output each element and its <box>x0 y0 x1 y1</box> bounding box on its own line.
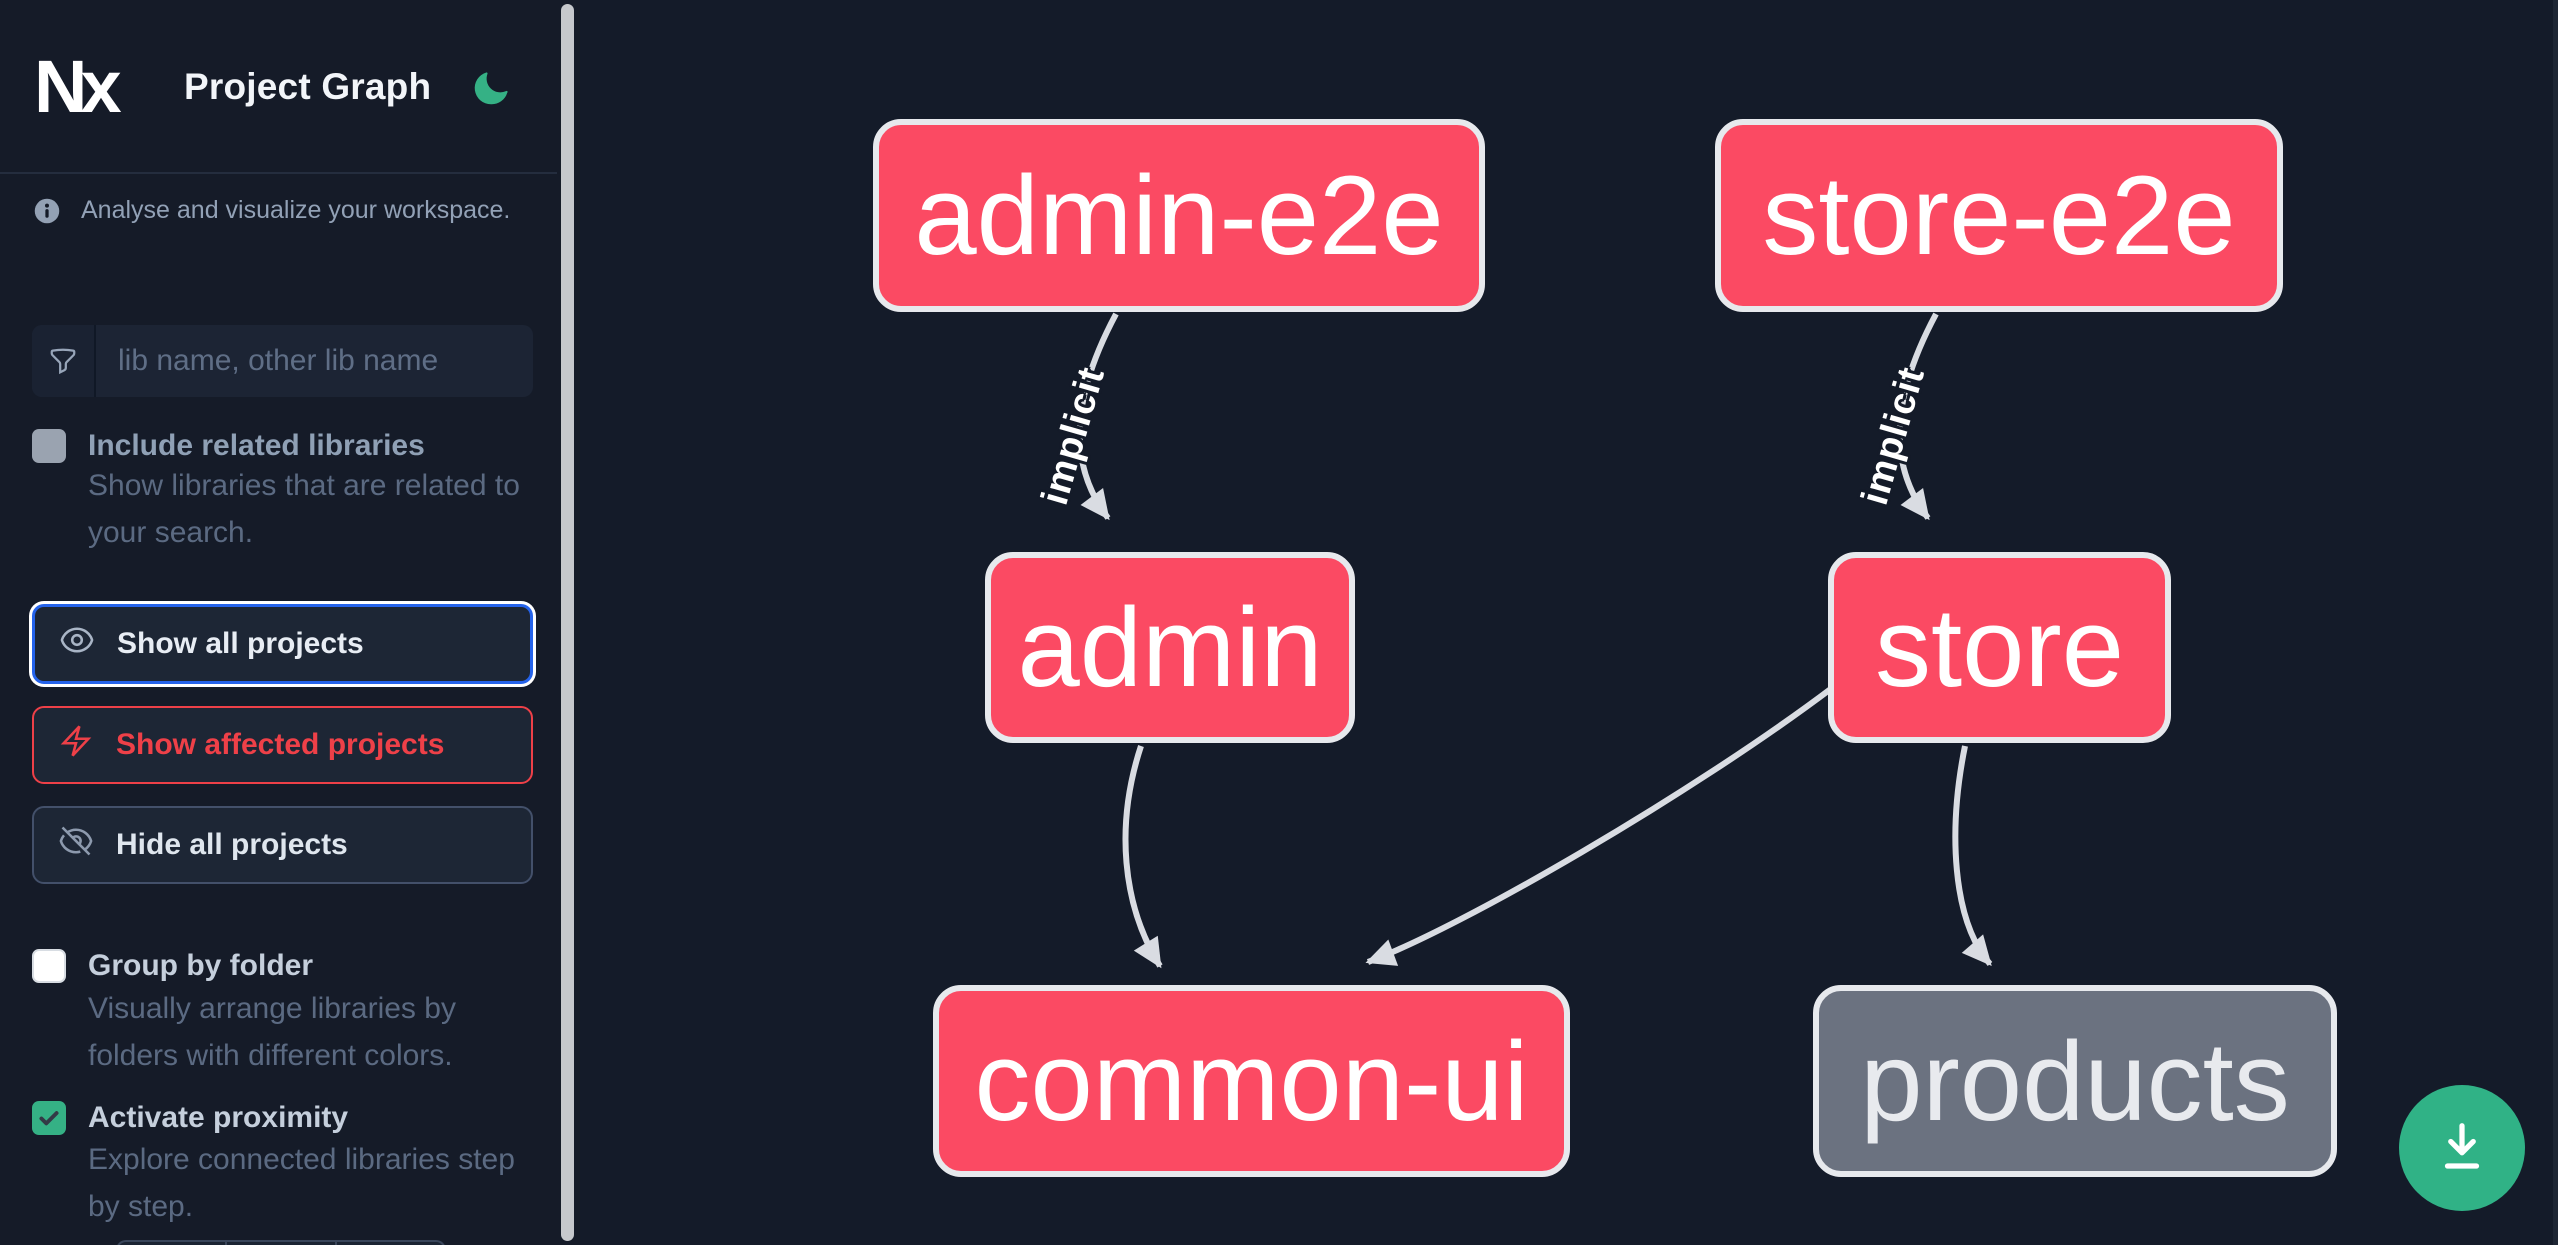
checkbox-activate-proximity-label: Activate proximity <box>88 1101 349 1134</box>
graph-node-common-ui[interactable]: common-ui <box>933 985 1570 1177</box>
checkbox-include-related-libraries[interactable]: Include related libraries <box>32 428 425 464</box>
checkbox-include-related-description: Show libraries that are related to your … <box>88 469 520 549</box>
graph-node-admin-e2e[interactable]: admin-e2e <box>873 119 1485 312</box>
show-all-projects-button[interactable]: Show all projects <box>32 604 533 684</box>
graph-canvas[interactable]: admin-e2e store-e2e admin store common-u… <box>580 0 2558 1245</box>
checkbox-activate-proximity-box <box>32 1101 66 1135</box>
graph-node-store[interactable]: store <box>1828 552 2171 743</box>
checkbox-include-related-label: Include related libraries <box>88 429 425 462</box>
hide-all-projects-label: Hide all projects <box>116 828 348 861</box>
checkbox-include-related-box <box>32 429 66 463</box>
proximity-stepper-decrement[interactable] <box>118 1242 228 1245</box>
graph-node-store-e2e-label: store-e2e <box>1762 153 2236 278</box>
show-affected-projects-button[interactable]: Show affected projects <box>32 706 533 784</box>
eye-slash-icon <box>58 823 94 867</box>
eye-icon <box>59 622 95 666</box>
show-all-projects-label: Show all projects <box>117 627 364 660</box>
sidebar-scrollbar-thumb[interactable] <box>561 4 574 1241</box>
search-input[interactable] <box>96 325 533 397</box>
proximity-stepper <box>116 1240 446 1245</box>
edge-store-to-common-ui <box>1365 685 1834 966</box>
search-box <box>32 325 533 397</box>
graph-node-admin-e2e-label: admin-e2e <box>914 153 1444 278</box>
graph-node-store-label: store <box>1875 585 2124 710</box>
edge-store-e2e-to-store <box>1896 312 1939 521</box>
edge-admin-e2e-to-admin <box>1076 312 1119 521</box>
sidebar-header: Nx Project Graph <box>0 0 557 174</box>
graph-node-admin[interactable]: admin <box>985 552 1355 743</box>
download-image-button[interactable] <box>2399 1085 2525 1211</box>
page-title: Project Graph <box>184 66 432 107</box>
checkbox-activate-proximity-description: Explore connected libraries step by step… <box>88 1143 515 1223</box>
funnel-icon <box>32 325 96 397</box>
graph-edges-layer <box>1076 312 1993 969</box>
graph-node-common-ui-label: common-ui <box>974 1018 1529 1144</box>
nx-logo: Nx <box>34 45 122 128</box>
proximity-stepper-value[interactable] <box>227 1242 337 1245</box>
edge-store-to-products <box>1952 745 1993 967</box>
sidebar-scrollbar <box>557 0 580 1245</box>
checkbox-group-by-folder-description: Visually arrange libraries by folders wi… <box>88 992 456 1072</box>
info-icon <box>33 197 61 225</box>
graph-node-products[interactable]: products <box>1813 985 2337 1177</box>
hide-all-projects-button[interactable]: Hide all projects <box>32 806 533 884</box>
graph-node-products-label: products <box>1860 1018 2290 1144</box>
checkbox-activate-proximity[interactable]: Activate proximity <box>32 1100 348 1136</box>
edge-admin-to-common-ui <box>1122 745 1163 969</box>
workspace-tagline: Analyse and visualize your workspace. <box>33 196 533 225</box>
checkbox-group-by-folder-box <box>32 949 66 983</box>
theme-toggle-button[interactable] <box>470 68 512 110</box>
show-affected-projects-label: Show affected projects <box>116 728 445 761</box>
sidebar: Nx Project Graph Analyse and visualize y… <box>0 0 557 1245</box>
checkbox-group-by-folder[interactable]: Group by folder <box>32 948 313 984</box>
download-icon <box>2432 1117 2492 1180</box>
graph-node-admin-label: admin <box>1017 585 1323 710</box>
window-scrollbar[interactable] <box>2553 0 2558 1245</box>
graph-node-store-e2e[interactable]: store-e2e <box>1715 119 2283 312</box>
moon-icon <box>471 72 511 111</box>
bolt-icon <box>58 723 94 767</box>
checkbox-group-by-folder-label: Group by folder <box>88 949 313 982</box>
tagline-text: Analyse and visualize your workspace. <box>81 196 511 224</box>
